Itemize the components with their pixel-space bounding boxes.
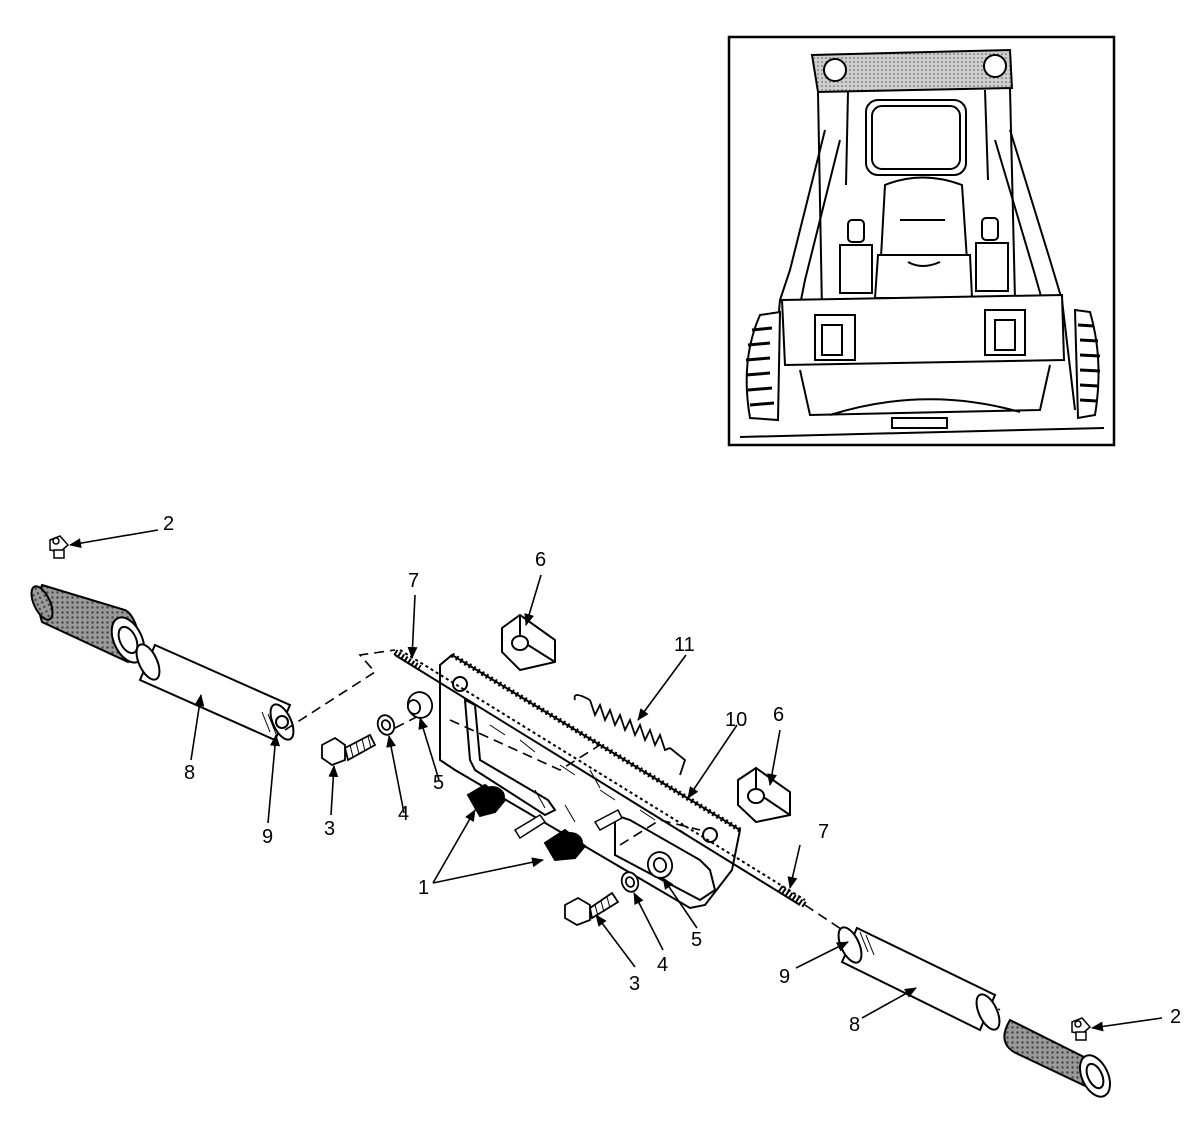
callout-3-upper: 3	[324, 818, 335, 840]
callout-7-lower: 7	[818, 821, 829, 843]
bolt-upper	[321, 733, 377, 767]
lift-arm-right	[994, 129, 1076, 411]
washer-upper	[376, 714, 396, 736]
nut-lower	[646, 851, 674, 879]
left-control-lever	[839, 219, 873, 294]
tube-left	[135, 643, 295, 742]
grease-fitting-right	[1071, 1017, 1092, 1041]
bumper-lower	[543, 828, 587, 862]
callout-2-left: 2	[163, 513, 174, 535]
rear-window	[865, 99, 967, 176]
slot-bolt-lower	[593, 808, 623, 831]
bolt-lower	[564, 891, 620, 926]
center-lines	[284, 649, 1001, 1011]
callout-9-right: 9	[779, 966, 790, 988]
grease-fitting-left	[49, 535, 70, 559]
washer-lower	[620, 871, 640, 893]
return-spring	[573, 694, 687, 776]
through-rod	[393, 649, 807, 908]
callout-5-lower: 5	[691, 929, 702, 951]
bumper-upper	[466, 783, 507, 818]
pedal-plate	[439, 652, 742, 910]
work-light-left	[823, 58, 847, 82]
cab-roof	[810, 48, 1014, 94]
grip-right	[1003, 1018, 1112, 1098]
callout-8-left: 8	[184, 762, 195, 784]
ground-line	[739, 427, 1105, 438]
callout-4-lower: 4	[657, 954, 668, 976]
clip-upper	[501, 613, 556, 672]
callout-3-lower: 3	[629, 973, 640, 995]
callout-7-upper: 7	[408, 570, 419, 592]
work-light-right	[983, 54, 1007, 78]
callout-4-upper: 4	[398, 803, 409, 825]
leader-lines	[69, 529, 1163, 1032]
callout-6-upper: 6	[535, 549, 546, 571]
nut-upper	[406, 691, 434, 719]
callout-1: 1	[418, 877, 429, 899]
tire-right	[1073, 308, 1100, 420]
callout-5-upper: 5	[433, 772, 444, 794]
callout-8-right: 8	[849, 1014, 860, 1036]
callout-2-right: 2	[1170, 1006, 1181, 1028]
callout-labels: 2 2 7 7 6 6 11 10 8 8 9 9 3 3 4 4 5 5 1	[163, 513, 1181, 1036]
callout-9-left: 9	[262, 826, 273, 848]
inset-loader-view	[727, 35, 1116, 447]
right-control-lever	[975, 217, 1009, 292]
callout-10: 10	[725, 709, 747, 731]
callout-11: 11	[674, 634, 695, 656]
slot-bolt-upper	[513, 814, 547, 840]
callout-6-lower: 6	[773, 704, 784, 726]
clip-lower	[737, 766, 791, 824]
grip-left	[30, 583, 146, 664]
